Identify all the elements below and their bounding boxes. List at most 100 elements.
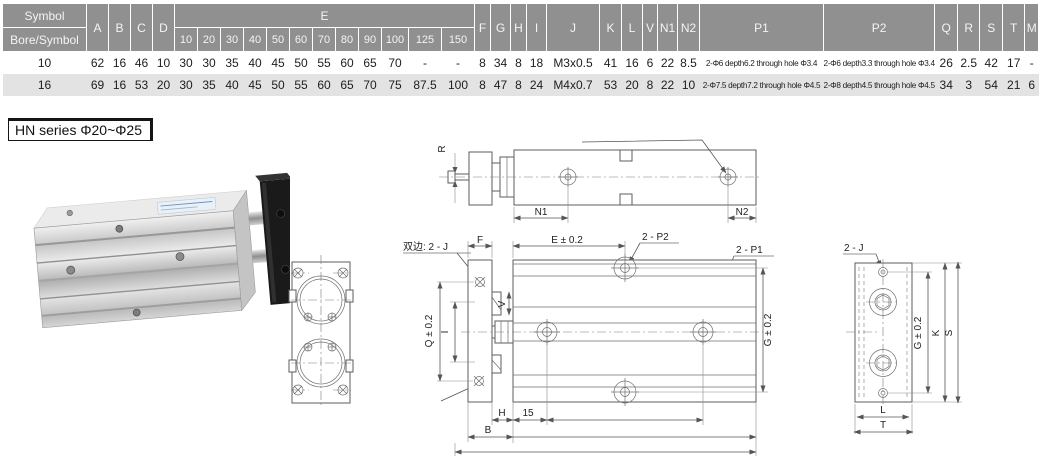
dim-label-t: T bbox=[880, 420, 886, 431]
e-subcolumn-header: 20 bbox=[197, 27, 221, 52]
table-cell: 22 bbox=[660, 56, 675, 70]
dim-label-q: Q ± 0.2 bbox=[424, 314, 435, 347]
e-subcolumn-header: 150 bbox=[441, 27, 475, 52]
label-sticker bbox=[156, 196, 217, 215]
table-cell: 2.5 bbox=[960, 56, 978, 70]
j-hole bbox=[878, 267, 888, 277]
e-subcolumn-header: 30 bbox=[220, 27, 244, 52]
table-cell: 3 bbox=[957, 74, 980, 96]
dim-label-b: B bbox=[485, 425, 492, 436]
table-cell: 35 bbox=[225, 56, 239, 70]
corner-header-top: Symbol bbox=[2, 3, 87, 28]
table-cell: 40 bbox=[220, 74, 244, 96]
table-cell: 65 bbox=[335, 74, 359, 96]
column-header: P2 bbox=[822, 3, 936, 52]
table-cell: - bbox=[423, 56, 427, 70]
table-cell: 30 bbox=[179, 56, 193, 70]
table-cell: 18 bbox=[529, 56, 544, 70]
mount-hole bbox=[558, 167, 578, 187]
table-cell: 17 bbox=[1007, 56, 1021, 70]
table-cell: M4x0.7 bbox=[546, 74, 600, 96]
e-subcolumn-header: 80 bbox=[335, 27, 359, 52]
table-cell: 75 bbox=[381, 74, 409, 96]
cylinder-body-group bbox=[33, 172, 290, 329]
e-subcolumn-header: 125 bbox=[408, 27, 442, 52]
note-both-sides-j: 双边: 2 - J bbox=[403, 241, 448, 253]
table-cell: 40 bbox=[248, 56, 262, 70]
table-cell: 8.5 bbox=[680, 56, 697, 70]
side-view-drawing: R N1 N2 bbox=[437, 139, 762, 223]
dim-label-s: S bbox=[944, 329, 955, 336]
column-header: Q bbox=[934, 3, 959, 52]
plate-screw bbox=[473, 375, 485, 387]
table-cell: 8 bbox=[515, 56, 522, 70]
table-cell: 16 bbox=[112, 56, 127, 70]
e-subcolumn-header: 10 bbox=[174, 27, 198, 52]
table-cell: 50 bbox=[266, 74, 290, 96]
label-2-p1: 2 - P1 bbox=[736, 245, 763, 256]
table-cell: 2-Φ6 depth6.2 through hole Φ3.4 bbox=[705, 58, 818, 68]
screw-holes bbox=[303, 312, 337, 352]
table-cell: 62 bbox=[90, 56, 105, 70]
column-header: B bbox=[108, 3, 131, 52]
table-cell: 46 bbox=[134, 56, 149, 70]
table-cell: 65 bbox=[363, 56, 377, 70]
corner-header-bottom: Bore/Symbol bbox=[2, 27, 87, 52]
table-cell: 16 bbox=[625, 56, 639, 70]
table-cell: 70 bbox=[388, 56, 402, 70]
bore-cell: 10 bbox=[37, 56, 52, 70]
dim-label-i: I bbox=[440, 331, 451, 334]
table-cell: 45 bbox=[243, 74, 267, 96]
table-cell: 47 bbox=[490, 74, 511, 96]
series-label: HN series Φ20~Φ25 bbox=[15, 122, 143, 138]
table-cell: 20 bbox=[152, 74, 175, 96]
table-cell: 6 bbox=[1024, 74, 1039, 96]
table-cell: 2-Φ6 depth3.3 through hole Φ3.4 bbox=[823, 58, 935, 68]
column-header: H bbox=[510, 3, 527, 52]
p1-hole bbox=[534, 319, 560, 345]
table-cell: 69 bbox=[86, 74, 109, 96]
table-cell: 53 bbox=[130, 74, 153, 96]
table-cell: 55 bbox=[289, 74, 313, 96]
column-header: T bbox=[1002, 3, 1026, 52]
e-subcolumn-header: 90 bbox=[358, 27, 382, 52]
column-header: S bbox=[979, 3, 1004, 52]
p2-hole bbox=[611, 254, 639, 282]
table-cell: 54 bbox=[979, 74, 1003, 96]
column-header: K bbox=[599, 3, 622, 52]
table-cell: 6 bbox=[646, 56, 654, 70]
dim-label-n2: N2 bbox=[736, 207, 749, 218]
piston-rod bbox=[248, 211, 266, 226]
bore-cell: 16 bbox=[2, 74, 87, 96]
dim-label-15: 15 bbox=[522, 408, 534, 419]
label-2-j: 2 - J bbox=[844, 243, 863, 254]
dim-label-n1: N1 bbox=[535, 207, 548, 218]
label-r: R bbox=[437, 145, 448, 152]
column-header: F bbox=[474, 3, 491, 52]
column-header: V bbox=[642, 3, 658, 52]
dim-label-l: L bbox=[880, 405, 886, 416]
table-cell: 8 bbox=[510, 74, 527, 96]
e-subcolumn-header: 60 bbox=[289, 27, 313, 52]
table-cell: 87.5 bbox=[408, 74, 442, 96]
table-cell: 8 bbox=[474, 74, 491, 96]
table-cell: 21 bbox=[1002, 74, 1025, 96]
table-cell: 8 bbox=[642, 74, 658, 96]
table-cell: 100 bbox=[441, 74, 475, 96]
end-view-drawing bbox=[288, 255, 354, 408]
side-plate-drawing: 2 - J G ± 0.2 K bbox=[843, 243, 962, 435]
plate-screw bbox=[474, 276, 486, 288]
table-cell: 70 bbox=[358, 74, 382, 96]
table-cell: 45 bbox=[271, 56, 285, 70]
product-photo bbox=[33, 172, 290, 329]
rod-hole bbox=[869, 349, 897, 377]
column-header: P1 bbox=[699, 3, 824, 52]
table-cell: 60 bbox=[312, 74, 336, 96]
column-header: G bbox=[490, 3, 511, 52]
column-header: M bbox=[1024, 3, 1040, 52]
column-header: N1 bbox=[657, 3, 678, 52]
table-cell: - bbox=[1029, 56, 1034, 70]
table-cell: 35 bbox=[197, 74, 221, 96]
column-header: L bbox=[621, 3, 643, 52]
